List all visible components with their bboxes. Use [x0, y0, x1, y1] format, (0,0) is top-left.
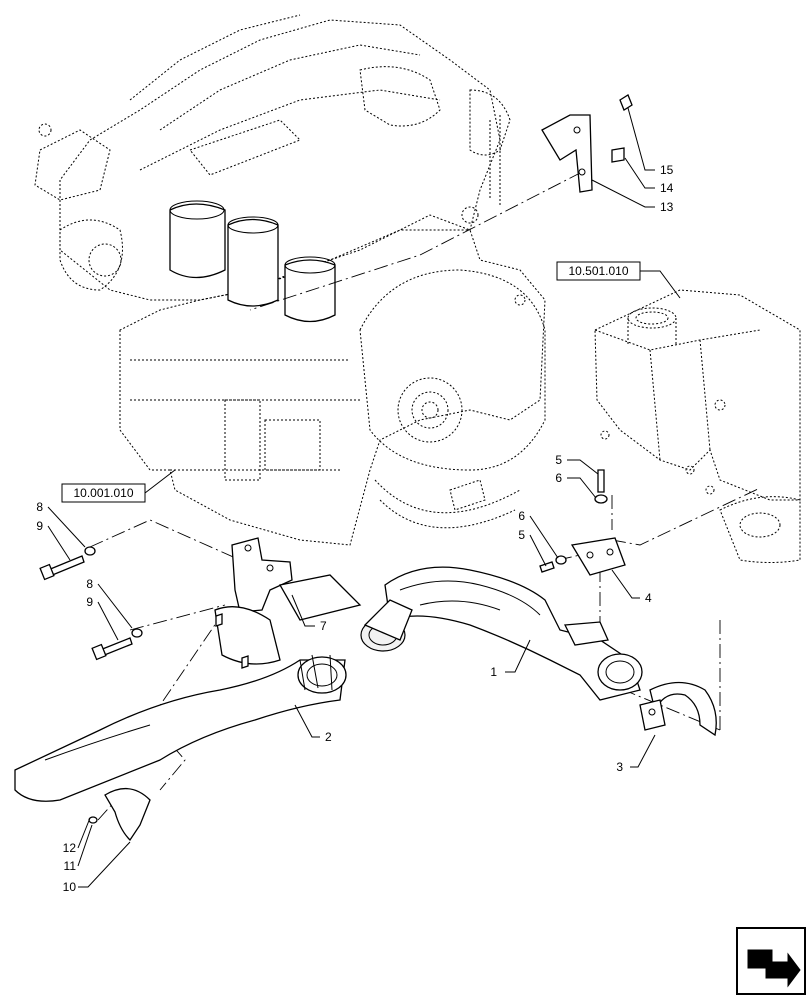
reference-muffler-text: 10.501.010 [568, 264, 628, 278]
pipe-part-1 [360, 566, 643, 701]
callout-9-lower: 9 [86, 595, 119, 641]
callout-6-upper-label: 6 [555, 471, 562, 485]
callout-5-lower: 5 [518, 528, 547, 567]
callout-6-lower-label: 6 [518, 509, 525, 523]
callout-3-label: 3 [616, 760, 623, 774]
callout-10: 10 [63, 841, 131, 894]
reference-box-engine[interactable]: 10.001.010 [61, 469, 176, 503]
callout-11-label: 11 [64, 859, 77, 873]
muffler-illustration [594, 289, 801, 563]
callout-1: 1 [490, 639, 531, 679]
callout-9-upper-label: 9 [36, 519, 43, 533]
callout-13-label: 13 [660, 200, 674, 214]
clamp-part-10 [104, 788, 151, 842]
callout-12-label: 12 [63, 841, 77, 855]
callout-4: 4 [611, 569, 652, 605]
callout-8-upper-label: 8 [36, 500, 43, 514]
callout-9-lower-label: 9 [86, 595, 93, 609]
callout-2: 2 [294, 704, 332, 744]
clamp-part-3 [639, 681, 717, 737]
callout-4-label: 4 [645, 591, 652, 605]
callout-6-lower: 6 [518, 509, 559, 559]
callout-3: 3 [616, 734, 656, 774]
bracket-part-4 [570, 537, 626, 576]
callout-6-upper: 6 [555, 471, 597, 499]
callout-10-label: 10 [63, 880, 77, 894]
reference-box-muffler[interactable]: 10.501.010 [556, 261, 681, 299]
callout-15-label: 15 [660, 163, 674, 177]
callout-8-lower: 8 [86, 577, 133, 629]
callout-5-upper-label: 5 [555, 453, 562, 467]
reference-engine-text: 10.001.010 [73, 486, 133, 500]
arrow-navigation-icon[interactable] [736, 927, 806, 995]
callout-7: 7 [291, 594, 327, 633]
callout-8-lower-label: 8 [86, 577, 93, 591]
pipe-part-2 [14, 654, 347, 802]
callout-1-label: 1 [490, 665, 497, 679]
callout-14: 14 [624, 157, 674, 195]
callout-5-lower-label: 5 [518, 528, 525, 542]
callout-11: 11 [64, 824, 93, 873]
callout-12: 12 [63, 817, 91, 855]
bracket-part-7 [214, 537, 362, 665]
callout-5-upper: 5 [555, 453, 599, 475]
fasteners [39, 94, 633, 824]
callout-13: 13 [591, 179, 674, 214]
callout-14-label: 14 [660, 181, 674, 195]
callout-7-label: 7 [320, 619, 327, 633]
callout-9-upper: 9 [36, 519, 71, 561]
bracket-part-13 [541, 114, 593, 193]
callout-8-upper: 8 [36, 500, 86, 548]
callout-15: 15 [627, 107, 674, 177]
callout-2-label: 2 [325, 730, 332, 744]
engine-illustration [34, 14, 546, 546]
